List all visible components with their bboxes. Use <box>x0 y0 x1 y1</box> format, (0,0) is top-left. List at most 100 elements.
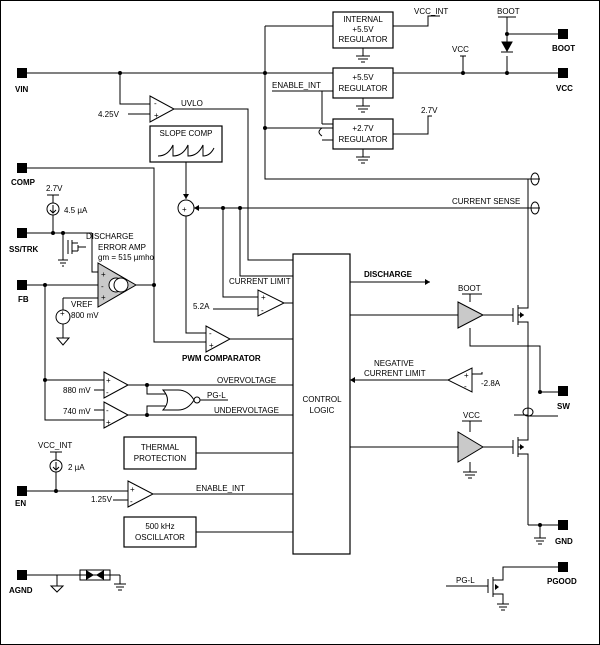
i4u5-label: 4.5 µA <box>64 206 88 215</box>
current-limit-label: CURRENT LIMIT <box>229 277 291 286</box>
svg-text:+: + <box>101 293 106 302</box>
pg-l-out-label: PG-L <box>456 576 475 585</box>
svg-text:+: + <box>60 309 65 318</box>
svg-text:+: + <box>101 270 106 279</box>
v4v25-label: 4.25V <box>98 110 120 119</box>
internal-regulator-block: INTERNAL +5.5V REGULATOR <box>332 11 394 49</box>
svg-text:CONTROL: CONTROL <box>302 395 342 404</box>
error-amp-label: ERROR AMP <box>98 243 146 252</box>
v1v25-label: 1.25V <box>91 495 113 504</box>
agnd-label: AGND <box>9 586 33 595</box>
svg-text:-: - <box>130 497 133 506</box>
sawtooth-icon <box>157 144 215 157</box>
pgood-label: PGOOD <box>547 577 577 586</box>
uvlo-wire <box>174 108 293 261</box>
v2v7-source-label: 2.7V <box>46 184 63 193</box>
vcc-top-label: VCC <box>452 45 469 54</box>
low-side-driver-icon <box>457 431 484 463</box>
svg-text:+: + <box>106 418 111 427</box>
svg-text:THERMAL: THERMAL <box>141 443 180 452</box>
control-logic-block: CONTROL LOGIC <box>292 253 351 555</box>
vcc-int-en-label: VCC_INT <box>38 441 72 450</box>
pin-boot: BOOT <box>552 29 575 53</box>
svg-text:+5.5V: +5.5V <box>352 73 374 82</box>
regulator-5v5-block: +5.5V REGULATOR <box>332 67 394 99</box>
svg-text:-: - <box>106 388 109 397</box>
pgood-fet-icon <box>487 566 558 604</box>
sw-pad <box>558 386 568 396</box>
vcc-pad <box>558 68 568 78</box>
vin-label: VIN <box>15 85 29 94</box>
svg-text:-: - <box>464 382 467 391</box>
v880-label: 880 mV <box>63 386 91 395</box>
gm-label: gm = 515 µmho <box>98 253 155 262</box>
svg-text:REGULATOR: REGULATOR <box>338 35 387 44</box>
pwm-comparator-label: PWM COMPARATOR <box>182 354 261 363</box>
svg-text:+: + <box>209 341 214 350</box>
current-limit-comparator-icon <box>257 289 286 317</box>
comp-label: COMP <box>11 178 36 187</box>
v2v7-reg-label: 2.7V <box>421 106 438 115</box>
discharge-fet-icon <box>67 240 79 254</box>
comp-wire <box>27 167 206 343</box>
vin-pad <box>17 68 27 78</box>
discharge-right-label: DISCHARGE <box>364 270 413 279</box>
agnd-pad <box>17 570 27 580</box>
en-label: EN <box>15 499 26 508</box>
boot-top-label: BOOT <box>497 7 520 16</box>
pin-comp: COMP <box>11 163 36 187</box>
current-sense-coil-icon <box>530 201 540 215</box>
boot-driver-label: BOOT <box>458 284 481 293</box>
negative-cl-label-2: CURRENT LIMIT <box>364 369 426 378</box>
v2v7-wire <box>393 115 432 135</box>
high-side-driver-icon <box>457 301 485 329</box>
ss-trk-pad <box>17 228 27 238</box>
oscillator-block: 500 kHz OSCILLATOR <box>123 516 197 548</box>
svg-text:-: - <box>154 99 157 108</box>
diode-icon <box>86 570 94 580</box>
svg-text:+: + <box>154 111 159 120</box>
v800mv-label: 800 mV <box>71 311 99 320</box>
sum-to-pwm-wire <box>185 216 206 334</box>
overvoltage-label: OVERVOLTAGE <box>217 376 276 385</box>
boot-wire <box>498 16 516 73</box>
fb-label: FB <box>18 295 29 304</box>
svg-text:+5.5V: +5.5V <box>352 25 374 34</box>
pwm-comparator-icon <box>205 325 232 353</box>
negative-cl-comparator-icon <box>446 367 473 393</box>
svg-text:SLOPE COMP: SLOPE COMP <box>160 129 213 138</box>
comp-pad <box>17 163 27 173</box>
pin-en: EN <box>15 486 27 508</box>
undervoltage-comparator-icon <box>103 401 130 429</box>
overvoltage-comparator-icon <box>103 371 130 399</box>
enable-int-top-label: ENABLE_INT <box>272 81 321 90</box>
svg-text:-: - <box>261 306 264 315</box>
pin-pgood: PGOOD <box>547 562 577 586</box>
high-side-fet-icon <box>512 179 529 392</box>
pin-vin: VIN <box>15 68 29 94</box>
gnd-pad <box>558 520 568 530</box>
svg-text:500 kHz: 500 kHz <box>145 522 174 531</box>
negative-cl-label-1: NEGATIVE <box>374 359 414 368</box>
svg-text:-: - <box>106 406 109 415</box>
i2u-label: 2 µA <box>68 463 85 472</box>
pg-l-label: PG-L <box>207 391 226 400</box>
neg-2a8-label: -2.8A <box>481 379 501 388</box>
svg-text:LOGIC: LOGIC <box>310 406 335 415</box>
ss-trk-label: SS/TRK <box>9 245 39 254</box>
ground-symbol <box>356 48 370 164</box>
discharge-left-label: DISCHARGE <box>86 232 134 241</box>
v5a2-label: 5.2A <box>193 302 210 311</box>
fb-pad <box>17 280 27 290</box>
svg-text:+: + <box>130 485 135 494</box>
svg-text:+2.7V: +2.7V <box>352 124 374 133</box>
pin-gnd: GND <box>555 520 573 546</box>
vcc-int-wire <box>393 15 440 27</box>
vcc-int-label: VCC_INT <box>414 7 448 16</box>
sw-label: SW <box>557 402 570 411</box>
svg-text:-: - <box>209 329 212 338</box>
pin-agnd: AGND <box>9 570 33 595</box>
svg-text:REGULATOR: REGULATOR <box>338 135 387 144</box>
en-pad <box>17 486 27 496</box>
svg-text:+: + <box>106 376 111 385</box>
